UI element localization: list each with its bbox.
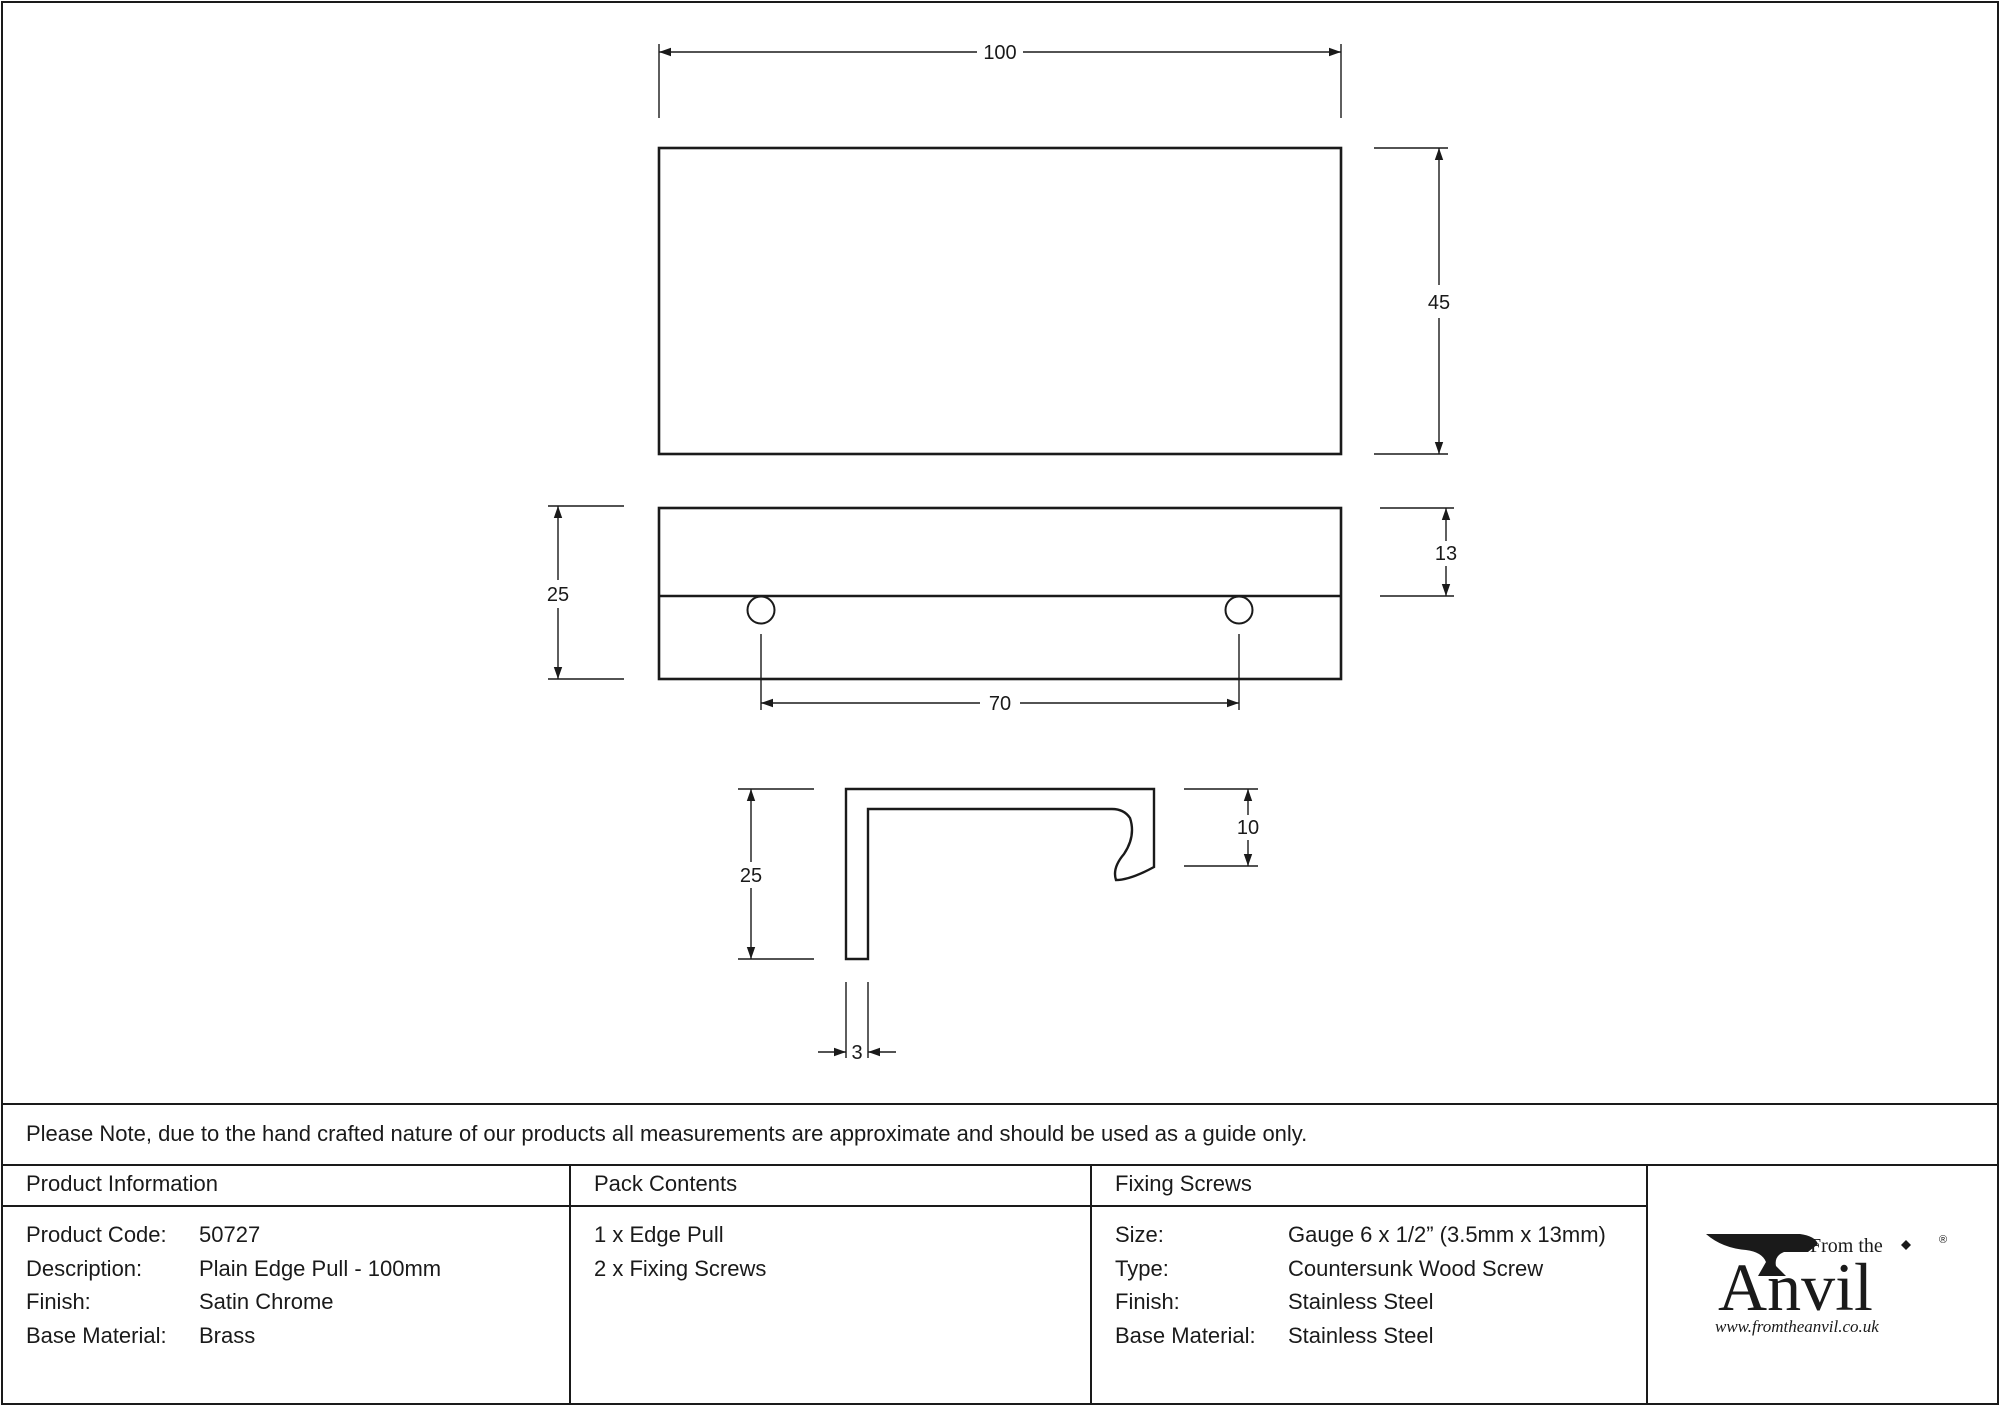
screw-size-label: Size: bbox=[1115, 1222, 1164, 1247]
product-code-value: 50727 bbox=[199, 1222, 261, 1247]
screw-base-material-label: Base Material: bbox=[1115, 1323, 1256, 1348]
pack-item: 1 x Edge Pull bbox=[594, 1222, 724, 1247]
side-thickness-dimension: 3 bbox=[851, 1042, 862, 1064]
description-value: Plain Edge Pull - 100mm bbox=[199, 1256, 442, 1281]
fixing-screws-heading: Fixing Screws bbox=[1115, 1171, 1252, 1196]
top-view-outline bbox=[657, 146, 1343, 456]
logo-registered-mark: ® bbox=[1939, 1234, 1947, 1246]
top-view: 100 45 bbox=[657, 42, 1450, 456]
base-material-label: Base Material: bbox=[26, 1323, 167, 1348]
screw-type-label: Type: bbox=[1115, 1256, 1169, 1281]
screw-type-value: Countersunk Wood Screw bbox=[1288, 1256, 1544, 1281]
base-material-value: Brass bbox=[199, 1323, 256, 1348]
hole-centres-dimension: 70 bbox=[989, 693, 1011, 715]
pack-item: 2 x Fixing Screws bbox=[594, 1256, 767, 1281]
top-height-dimension: 45 bbox=[1428, 292, 1450, 314]
front-view-outline bbox=[657, 506, 1343, 681]
measurement-note: Please Note, due to the hand crafted nat… bbox=[26, 1121, 1308, 1146]
screw-base-material-value: Stainless Steel bbox=[1288, 1323, 1434, 1348]
description-label: Description: bbox=[26, 1256, 143, 1281]
side-return-dimension: 10 bbox=[1237, 817, 1259, 839]
pack-contents-heading: Pack Contents bbox=[594, 1171, 738, 1196]
front-height-dimension: 25 bbox=[547, 584, 569, 606]
logo-brand: Anvil bbox=[1718, 1249, 1873, 1325]
front-lip-dimension: 13 bbox=[1435, 543, 1457, 565]
finish-value: Satin Chrome bbox=[199, 1289, 334, 1314]
screw-hole-right bbox=[1224, 595, 1254, 625]
anvil-logo: Anvil From the ® www.fromtheanvil.co.uk bbox=[1706, 1234, 1947, 1336]
top-width-dimension: 100 bbox=[983, 42, 1016, 64]
side-height-dimension: 25 bbox=[740, 865, 762, 887]
diamond-icon bbox=[1901, 1240, 1911, 1250]
finish-label: Finish: bbox=[26, 1289, 91, 1314]
screw-hole-left bbox=[746, 595, 776, 625]
side-view: 25 10 3 bbox=[738, 787, 1259, 1064]
screw-finish-label: Finish: bbox=[1115, 1289, 1180, 1314]
logo-url: www.fromtheanvil.co.uk bbox=[1715, 1317, 1879, 1336]
screw-finish-value: Stainless Steel bbox=[1288, 1289, 1434, 1314]
logo-from-the: From the bbox=[1810, 1235, 1883, 1257]
screw-size-value: Gauge 6 x 1/2” (3.5mm x 13mm) bbox=[1288, 1222, 1606, 1247]
product-information-heading: Product Information bbox=[26, 1171, 218, 1196]
product-code-label: Product Code: bbox=[26, 1222, 167, 1247]
anvil-silhouette-icon bbox=[1706, 1234, 1818, 1276]
front-view: 25 13 70 bbox=[547, 505, 1457, 715]
side-profile-outline bbox=[844, 787, 1156, 961]
